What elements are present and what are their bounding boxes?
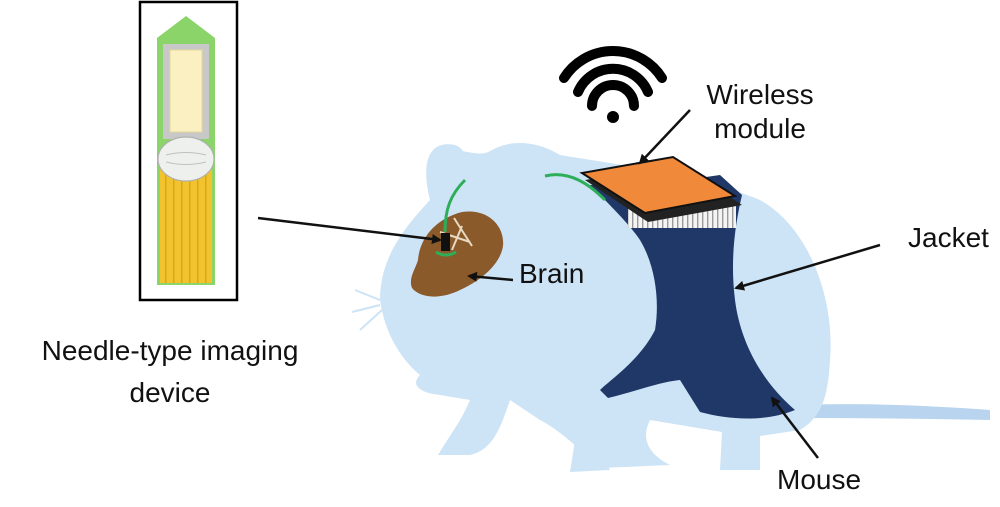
wire-module xyxy=(544,173,607,202)
wireless-module-label: Wireless module xyxy=(690,78,830,146)
needle-device-inset xyxy=(138,0,239,302)
gold-leads xyxy=(160,165,212,283)
image-sensor-area xyxy=(169,49,203,133)
implanted-needle xyxy=(441,233,450,251)
jacket-label: Jacket xyxy=(908,222,989,253)
mouse-tail xyxy=(800,404,990,420)
arrow-mouse xyxy=(770,396,819,459)
wireless-module-label-line2: module xyxy=(714,113,806,144)
wireless-module-label-line1: Wireless xyxy=(706,79,814,110)
needle-device-label-line1: Needle-type imaging xyxy=(41,335,299,366)
wireless-module xyxy=(579,155,742,228)
mouse-whiskers xyxy=(351,289,383,331)
jacket xyxy=(590,175,795,419)
wifi-icon xyxy=(559,46,667,123)
mouse-ear xyxy=(426,144,468,200)
mouse-label: Mouse xyxy=(777,464,862,495)
arrow-brain xyxy=(467,271,514,282)
mouse-front-paw xyxy=(570,410,610,472)
needle-glow xyxy=(435,250,457,257)
arrow-wireless-module xyxy=(638,109,691,165)
wire-needle xyxy=(443,178,467,233)
brain xyxy=(410,211,504,297)
brain-label: Brain xyxy=(519,258,585,289)
arrow-jacket xyxy=(734,243,881,291)
arrow-needle-device xyxy=(257,216,442,245)
microchip-lens xyxy=(157,136,215,182)
needle-device-label: Needle-type imaging device xyxy=(0,330,340,414)
needle-device-label-line2: device xyxy=(129,377,211,408)
